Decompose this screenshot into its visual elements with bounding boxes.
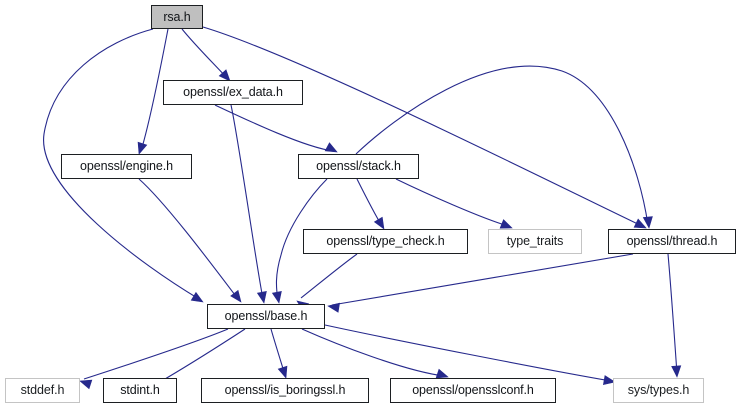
- arrowhead-stack-thread: [642, 216, 653, 229]
- arrowhead-base-stddef: [79, 379, 93, 390]
- arrowhead-base-opensslconf: [435, 368, 449, 379]
- node-label-type_check: openssl/type_check.h: [326, 234, 445, 249]
- node-label-stdint: stdint.h: [120, 383, 160, 398]
- edge-rsa-engine: [140, 28, 169, 152]
- edge-stack-base: [275, 178, 328, 301]
- arrowhead-stack-type_check: [373, 216, 385, 230]
- arrowhead-thread-base: [327, 302, 340, 313]
- node-stddef[interactable]: stddef.h: [5, 378, 80, 403]
- node-is_boringssl[interactable]: openssl/is_boringssl.h: [201, 378, 369, 403]
- node-ex_data[interactable]: openssl/ex_data.h: [163, 80, 303, 105]
- edge-rsa-ex_data: [181, 28, 228, 79]
- edge-ex_data-base: [230, 104, 264, 300]
- arrowhead-thread-systypes: [671, 365, 682, 378]
- node-type_check[interactable]: openssl/type_check.h: [303, 229, 468, 254]
- arrowhead-base-systypes: [602, 375, 616, 386]
- arrowhead-engine-base: [230, 289, 242, 303]
- node-stack[interactable]: openssl/stack.h: [298, 154, 419, 179]
- node-type_traits[interactable]: type_traits: [488, 229, 582, 254]
- node-label-rsa: rsa.h: [163, 9, 191, 24]
- node-label-opensslconf: openssl/opensslconf.h: [412, 383, 534, 398]
- node-label-thread: openssl/thread.h: [626, 234, 718, 249]
- node-label-is_boringssl: openssl/is_boringssl.h: [224, 383, 346, 398]
- arrowhead-stack-base: [271, 290, 282, 304]
- node-label-engine: openssl/engine.h: [80, 159, 173, 174]
- edge-type_check-base: [300, 253, 358, 299]
- node-engine[interactable]: openssl/engine.h: [61, 154, 192, 179]
- edge-thread-base: [331, 253, 634, 306]
- arrowhead-rsa-ex_data: [218, 69, 231, 82]
- node-base[interactable]: openssl/base.h: [207, 304, 325, 329]
- arrowhead-rsa-thread: [633, 218, 647, 229]
- node-label-stack: openssl/stack.h: [316, 159, 401, 174]
- edge-base-stddef: [83, 328, 229, 380]
- node-label-ex_data: openssl/ex_data.h: [183, 85, 283, 100]
- node-systypes[interactable]: sys/types.h: [613, 378, 704, 403]
- arrowhead-ex_data-stack: [324, 142, 338, 153]
- arrowhead-rsa-base: [190, 291, 204, 303]
- arrowhead-stack-type_traits: [499, 219, 513, 229]
- arrowhead-ex_data-base: [256, 290, 267, 304]
- edges-group: [43, 26, 678, 382]
- node-stdint[interactable]: stdint.h: [103, 378, 177, 403]
- node-label-systypes: sys/types.h: [627, 383, 690, 398]
- arrowhead-base-is_boringssl: [277, 365, 288, 379]
- edge-stack-type_check: [356, 178, 383, 227]
- edge-rsa-base: [43, 28, 200, 300]
- edge-thread-systypes: [667, 253, 678, 375]
- node-opensslconf[interactable]: openssl/opensslconf.h: [390, 378, 556, 403]
- edge-rsa-thread: [202, 26, 643, 227]
- edge-engine-base: [138, 178, 239, 300]
- edge-stack-type_traits: [395, 178, 509, 227]
- node-label-stddef: stddef.h: [20, 383, 65, 398]
- node-thread[interactable]: openssl/thread.h: [608, 229, 736, 254]
- edge-stack-thread: [355, 65, 649, 226]
- node-rsa[interactable]: rsa.h: [151, 5, 203, 29]
- node-label-type_traits: type_traits: [506, 234, 564, 249]
- edge-base-opensslconf: [301, 328, 445, 377]
- edge-base-stdint: [164, 328, 246, 380]
- node-label-base: openssl/base.h: [224, 309, 308, 324]
- arrowhead-rsa-engine: [137, 141, 148, 155]
- edge-ex_data-stack: [214, 104, 334, 152]
- edge-base-systypes: [324, 324, 612, 382]
